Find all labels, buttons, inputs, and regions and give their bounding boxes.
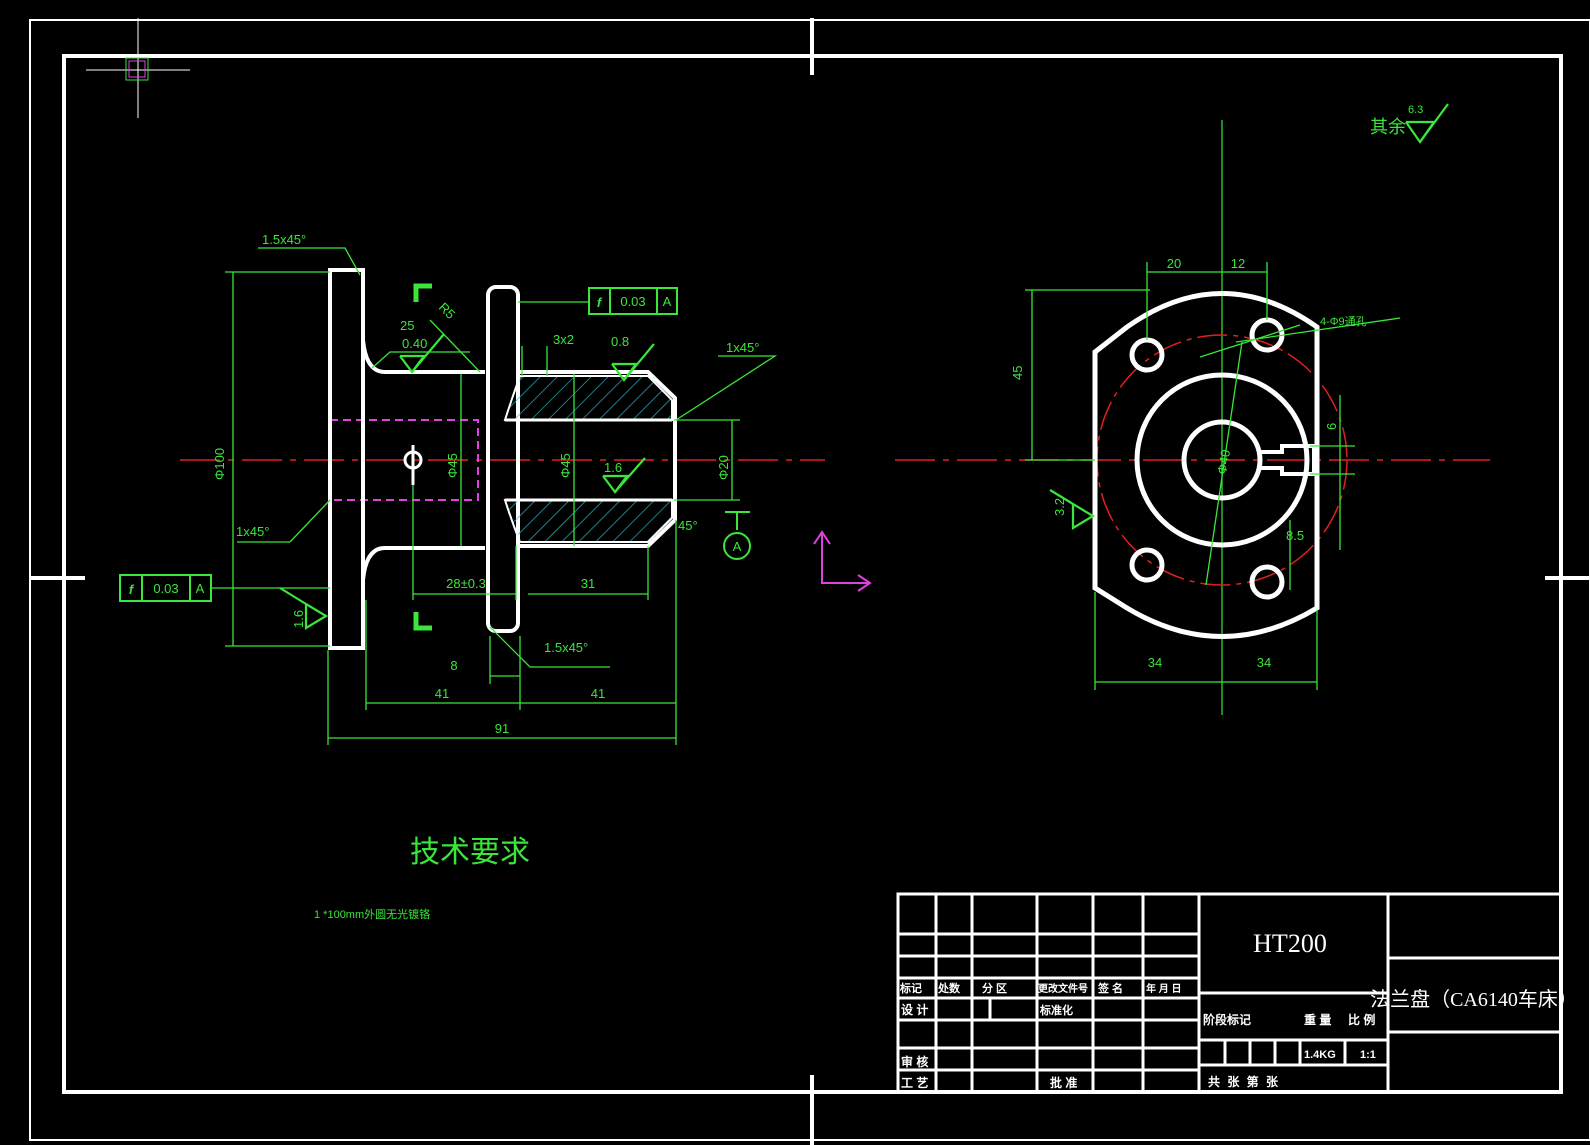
tol-top-sym: f (597, 295, 603, 310)
outer-boss (1134, 372, 1310, 548)
chamfer-bottom: 1.5x45° (544, 640, 588, 655)
dim-85: 8.5 (1286, 528, 1304, 543)
tb-check: 审 核 (901, 1054, 928, 1069)
tb-hdr-0: 标记 (899, 981, 922, 995)
roughness-note-value: 6.3 (1408, 104, 1423, 116)
tol-frame-top: f 0.03 A (588, 287, 678, 315)
ra-16b: 1.6 (291, 610, 306, 628)
r-dim: R5 (436, 300, 458, 322)
general-roughness: 其余 6.3 (1370, 103, 1449, 144)
tech-req-item: 1 *100mm外圆无光镀铬 (314, 907, 430, 921)
tb-weight: 1.4KG (1304, 1049, 1336, 1061)
dim-d20: Φ20 (716, 455, 731, 480)
dim-d45b: Φ45 (558, 453, 573, 478)
datum-a-marker (723, 511, 751, 560)
dim-28: 28±0.3 (446, 576, 486, 591)
tech-req-title: 技术要求 (410, 836, 530, 869)
part-outline (328, 268, 677, 650)
dim-d100: Φ100 (212, 448, 227, 480)
chamfer-45: 45° (678, 518, 698, 533)
left-view: A f 0.03 A f 0.03 A 1.5x45° 1x45° 1x45° … (119, 232, 825, 745)
ra-040: 0.40 (402, 336, 427, 351)
right-dim-lines (1025, 262, 1401, 690)
dim-34b: 34 (1257, 655, 1271, 670)
dim-91: 91 (495, 721, 509, 736)
chamfer-top: 1.5x45° (262, 232, 306, 247)
tb-part-name: 法兰盘（CA6140车床） (1370, 988, 1578, 1011)
tol-frame-left: f 0.03 A (119, 574, 212, 602)
dim-31: 31 (581, 576, 595, 591)
tb-standard: 标准化 (1039, 1003, 1073, 1017)
datum-a-label: A (733, 539, 742, 554)
tb-scale-label: 比 例 (1348, 1012, 1375, 1027)
left-roughness (279, 333, 655, 630)
tol-left-val: 0.03 (153, 581, 178, 596)
bolt-hole (1129, 547, 1165, 583)
tb-sheets: 共 张 第 张 (1208, 1074, 1280, 1089)
inner-bore (1181, 419, 1263, 501)
tb-approve: 批 准 (1050, 1075, 1077, 1090)
title-block: HT200 法兰盘（CA6140车床） 标记 处数 分 区 更改文件号 签 名 … (896, 892, 1578, 1094)
tb-hdr-5: 年 月 日 (1146, 982, 1182, 995)
keyway-slot (1258, 444, 1316, 476)
tol-top-ref: A (663, 294, 672, 309)
tol-left-ref: A (196, 581, 205, 596)
tb-process: 工 艺 (901, 1075, 928, 1090)
tb-scale: 1:1 (1360, 1049, 1376, 1061)
dim-25: 25 (400, 318, 414, 333)
dim-34a: 34 (1148, 655, 1162, 670)
tol-top-val: 0.03 (620, 294, 645, 309)
cursor-crosshair (86, 18, 190, 118)
tb-hdr-2: 分 区 (982, 981, 1007, 995)
left-dim-lines (212, 247, 778, 745)
dim-d45a: Φ45 (445, 453, 460, 478)
tb-weight-label: 重 量 (1304, 1012, 1331, 1027)
dim-dia: Φ40 (1214, 448, 1233, 475)
right-roughness (1049, 489, 1096, 530)
tb-hdr-4: 签 名 (1097, 981, 1123, 995)
ucs-icon (813, 530, 872, 592)
dim-6: 6 (1324, 423, 1339, 430)
chamfer-left: 1x45° (236, 524, 269, 539)
dim-41b: 41 (591, 686, 605, 701)
dim-8: 8 (450, 658, 457, 673)
bolt-hole (1129, 337, 1165, 373)
dim-12: 12 (1231, 256, 1245, 271)
dim-41a: 41 (435, 686, 449, 701)
tol-left-sym: f (129, 582, 135, 597)
roughness-note-label: 其余 (1370, 117, 1406, 137)
chamfer-right: 1x45° (726, 340, 759, 355)
section-markers (413, 283, 432, 631)
right-view: 20 12 45 4-Φ9通孔 6 Φ40 3.2 8.5 34 34 (895, 120, 1490, 715)
dim-20: 20 (1167, 256, 1181, 271)
hatch-section (503, 375, 673, 543)
outer-frame (29, 19, 1590, 1141)
tb-material: HT200 (1253, 929, 1327, 958)
holes-note: 4-Φ9通孔 (1320, 315, 1367, 328)
flange-outline (1092, 291, 1320, 639)
tb-stage: 阶段标记 (1203, 1012, 1251, 1027)
dim-45: 45 (1010, 366, 1025, 380)
bolt-hole (1249, 564, 1285, 600)
groove-dim: 3x2 (553, 332, 574, 347)
tb-design: 设 计 (901, 1002, 928, 1017)
tb-hdr-1: 处数 (937, 981, 961, 995)
ra-16a: 1.6 (604, 460, 622, 475)
ra-08: 0.8 (611, 334, 629, 349)
ra-32: 3.2 (1052, 498, 1067, 516)
inner-frame (62, 54, 1563, 1094)
tb-hdr-3: 更改文件号 (1038, 982, 1088, 995)
